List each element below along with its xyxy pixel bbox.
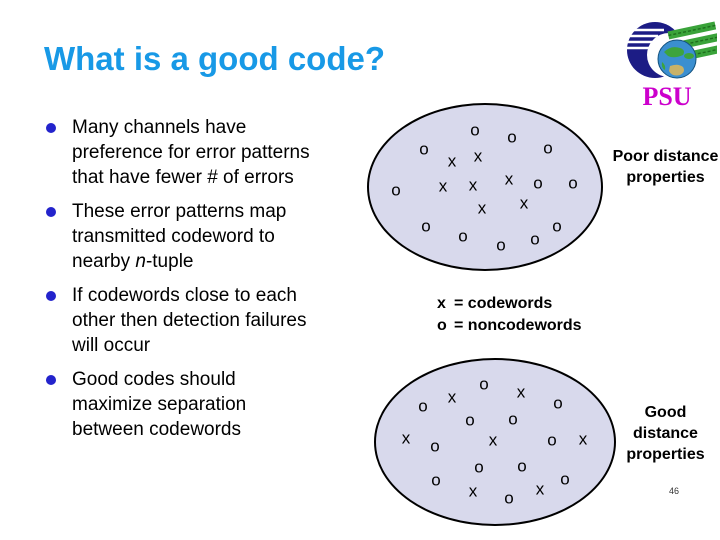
noncodeword-marker: o [465,410,475,430]
codeword-marker: x [516,382,526,402]
bullet-list: Many channels have preference for error … [40,115,380,451]
bullet-icon [46,375,56,385]
codeword-space-ellipse [367,103,603,271]
noncodeword-marker: o [530,229,540,249]
noncodeword-marker: o [418,396,428,416]
codeword-marker: x [468,481,478,501]
noncodeword-marker: o [543,138,553,158]
globe-swoosh-icon [626,21,720,79]
noncodeword-marker: o [431,470,441,490]
codeword-marker: x [477,198,487,218]
bullet-text-pre: These error patterns map transmitted cod… [72,201,287,272]
noncodeword-marker: o [474,457,484,477]
noncodeword-marker: o [470,120,480,140]
legend-label: = codewords [454,295,553,312]
noncodeword-marker: o [517,456,527,476]
bullet-text-italic: n [135,251,146,272]
diagram-caption: Poor distance properties [612,148,719,186]
bullet-icon [46,291,56,301]
bullet-text: If codewords close to each other then de… [72,285,307,356]
noncodeword-marker: o [479,374,489,394]
noncodeword-marker: o [533,173,543,193]
psu-wordmark: PSU [642,82,692,111]
bullet-item: If codewords close to each other then de… [40,283,380,358]
page-number: 46 [669,486,680,496]
codeword-marker: x [438,176,448,196]
legend-label: = noncodewords [454,317,582,334]
bullet-icon [46,207,56,217]
psu-logo [612,12,720,87]
bullet-item: Good codes should maximize separation be… [40,367,380,442]
noncodeword-marker: o [507,127,517,147]
codeword-symbol: x [437,295,446,312]
codeword-space-ellipse [374,358,616,526]
noncodeword-symbol: o [437,317,447,334]
codeword-marker: x [535,479,545,499]
noncodeword-marker: o [504,488,514,508]
noncodeword-marker: o [421,216,431,236]
codeword-marker: x [401,428,411,448]
codeword-marker: x [447,387,457,407]
codeword-marker: x [473,146,483,166]
bullet-text-post: -tuple [145,251,194,272]
noncodeword-marker: o [419,139,429,159]
codeword-marker: x [447,151,457,171]
diagram-caption: Good distance properties [626,404,705,463]
noncodeword-marker: o [391,180,401,200]
legend: x = codewords o = noncodewords [437,293,582,337]
noncodeword-marker: o [568,173,578,193]
noncodeword-marker: o [496,235,506,255]
bullet-text: Many channels have preference for error … [72,117,310,188]
legend-row: o = noncodewords [437,315,582,337]
bullet-text: Good codes should maximize separation be… [72,369,247,440]
legend-row: x = codewords [437,293,582,315]
codeword-marker: x [504,169,514,189]
bullet-item: Many channels have preference for error … [40,115,380,190]
codeword-marker: x [488,430,498,450]
codeword-marker: x [578,429,588,449]
bullet-item: These error patterns map transmitted cod… [40,199,380,274]
bullet-text: These error patterns map transmitted cod… [72,199,286,274]
page-title: What is a good code? [44,40,386,77]
noncodeword-marker: o [547,430,557,450]
noncodeword-marker: o [553,393,563,413]
noncodeword-marker: o [508,409,518,429]
noncodeword-marker: o [560,469,570,489]
codeword-marker: x [468,175,478,195]
noncodeword-marker: o [552,216,562,236]
noncodeword-marker: o [430,436,440,456]
bullet-icon [46,123,56,133]
codeword-marker: x [519,193,529,213]
noncodeword-marker: o [458,226,468,246]
